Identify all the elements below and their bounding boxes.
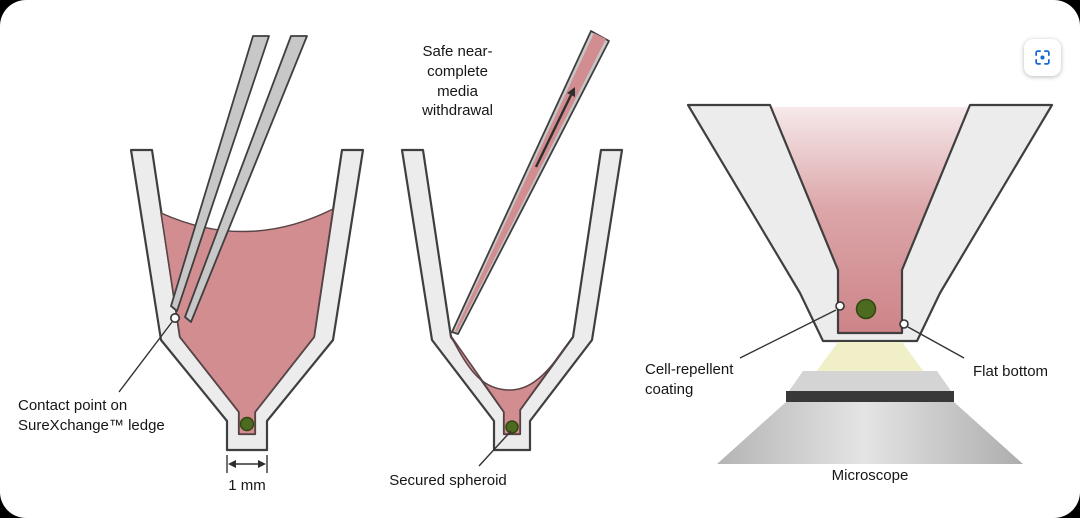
panel-media-withdrawal [400, 30, 624, 467]
coating-marker [835, 301, 845, 311]
spheroid-1 [239, 416, 255, 432]
withdrawal-arrow [534, 94, 573, 168]
microscope-objective-top [789, 371, 951, 391]
withdrawal-label: Safe near- complete media withdrawal [422, 43, 493, 120]
spheroid-3 [855, 298, 877, 320]
contact-point-label: Contact point on SureXchange™ ledge [18, 397, 165, 434]
spheroid-leader-line [478, 430, 512, 467]
panel-well-bottom-closeup [686, 103, 1054, 464]
flat-bottom-label: Flat bottom [973, 363, 1049, 380]
well-3-media-gradient [772, 107, 968, 333]
cell-repellent-label: Cell-repellent coating [645, 361, 734, 398]
microscope-label: Microscope [831, 467, 909, 484]
scale-bar-1mm [226, 455, 268, 473]
flat-bottom-leader-line [907, 326, 965, 359]
contact-leader-line [118, 321, 173, 393]
coating-leader-line [739, 309, 837, 359]
focus-frame-capture-icon [1035, 50, 1050, 65]
secured-spheroid-label: Secured spheroid [389, 472, 507, 489]
pipette-tip-1 [170, 35, 270, 312]
microscope-objective-body [717, 402, 1023, 464]
contact-point-marker [170, 312, 181, 323]
spheroid-2 [505, 420, 519, 434]
pipette-media-column [455, 33, 606, 332]
scale-label: 1 mm [228, 477, 266, 494]
well-3-body [686, 103, 1054, 343]
panel-contact-point [118, 35, 365, 473]
flat-bottom-marker [899, 319, 909, 329]
withdrawal-arrow-head [567, 87, 575, 97]
well-2-residual-media [450, 335, 567, 435]
microscope-objective-band [786, 391, 954, 402]
pipette-tip-2 [184, 35, 308, 323]
capture-button[interactable] [1024, 39, 1061, 76]
